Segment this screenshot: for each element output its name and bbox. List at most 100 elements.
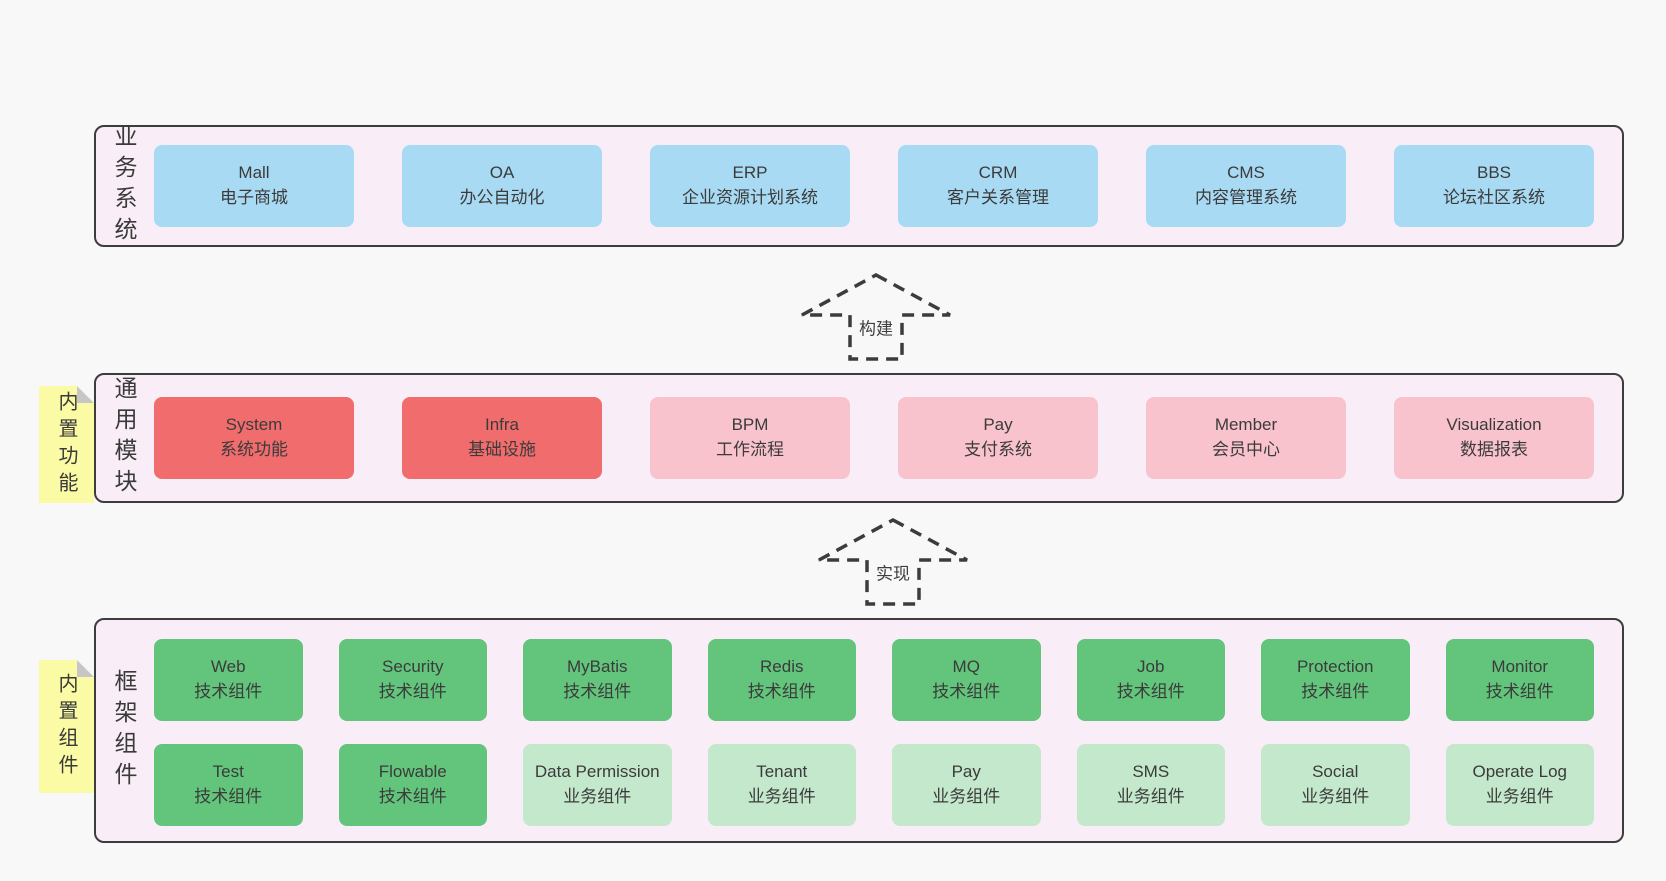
layer-label: 通用模块	[111, 376, 137, 500]
box-protection: Protection 技术组件	[1261, 639, 1410, 721]
box-title: Web	[210, 657, 246, 677]
layer-framework-components: 框架组件 Web 技术组件 Security 技术组件 MyBatis 技术组件…	[94, 618, 1624, 843]
components-boxes-grid: Web 技术组件 Security 技术组件 MyBatis 技术组件 Redi…	[154, 639, 1594, 826]
sticky-note-label: 内置组件	[55, 672, 77, 781]
sticky-note-builtin-components: 内置组件	[39, 660, 94, 793]
box-title: Pay	[983, 415, 1013, 435]
box-bbs: BBS 论坛社区系统	[1394, 145, 1594, 227]
box-title: Test	[212, 762, 244, 782]
box-subtitle: 系统功能	[220, 440, 288, 459]
box-title: Tenant	[756, 762, 808, 782]
box-subtitle: 支付系统	[964, 440, 1032, 459]
box-infra: Infra 基础设施	[402, 397, 602, 479]
box-subtitle: 内容管理系统	[1195, 188, 1297, 207]
build-arrow: 构建	[798, 271, 954, 363]
box-title: MyBatis	[567, 657, 628, 677]
box-cms: CMS 内容管理系统	[1146, 145, 1346, 227]
box-title: Security	[382, 657, 444, 677]
box-title: MQ	[952, 657, 980, 677]
box-subtitle: 技术组件	[747, 682, 816, 701]
box-visualization: Visualization 数据报表	[1394, 397, 1594, 479]
box-subtitle: 工作流程	[716, 440, 784, 459]
box-title: Protection	[1296, 657, 1374, 677]
box-operate-log: Operate Log 业务组件	[1445, 744, 1594, 826]
box-title: Infra	[484, 415, 520, 435]
box-subtitle: 数据报表	[1460, 440, 1528, 459]
box-title: Member	[1214, 415, 1278, 435]
layer-label: 框架组件	[111, 668, 137, 793]
box-security: Security 技术组件	[338, 639, 487, 721]
box-subtitle: 业务组件	[1301, 787, 1370, 806]
box-mall: Mall 电子商城	[154, 145, 354, 227]
box-title: Social	[1312, 762, 1359, 782]
box-flowable: Flowable 技术组件	[338, 744, 487, 826]
box-test: Test 技术组件	[154, 744, 303, 826]
box-subtitle: 企业资源计划系统	[682, 188, 818, 207]
box-subtitle: 论坛社区系统	[1443, 188, 1545, 207]
modules-boxes-row: System 系统功能 Infra 基础设施 BPM 工作流程 Pay 支付系统…	[154, 397, 1594, 479]
box-mq: MQ 技术组件	[892, 639, 1041, 721]
box-subtitle: 业务组件	[1116, 787, 1185, 806]
layer-common-modules: 通用模块 System 系统功能 Infra 基础设施 BPM 工作流程 Pay…	[94, 373, 1624, 503]
box-title: Flowable	[378, 762, 447, 782]
box-title: BBS	[1476, 163, 1512, 183]
box-data-permission: Data Permission 业务组件	[523, 744, 672, 826]
box-subtitle: 基础设施	[468, 440, 536, 459]
box-erp: ERP 企业资源计划系统	[650, 145, 850, 227]
layer-business-systems: 业务系统 Mall 电子商城 OA 办公自动化 ERP 企业资源计划系统 CRM…	[94, 124, 1624, 248]
box-subtitle: 会员中心	[1212, 440, 1280, 459]
box-subtitle: 业务组件	[1485, 787, 1554, 806]
box-title: Visualization	[1446, 415, 1542, 435]
box-subtitle: 技术组件	[1116, 682, 1185, 701]
box-web: Web 技术组件	[154, 639, 303, 721]
box-pay-module: Pay 支付系统	[898, 397, 1098, 479]
sticky-note-label: 内置功能	[55, 390, 77, 499]
box-title: System	[225, 415, 283, 435]
box-subtitle: 技术组件	[932, 682, 1001, 701]
box-title: CMS	[1227, 163, 1265, 183]
box-subtitle: 办公自动化	[459, 188, 545, 207]
box-sms: SMS 业务组件	[1076, 744, 1225, 826]
box-title: OA	[489, 163, 515, 183]
box-title: CRM	[978, 163, 1018, 183]
box-subtitle: 电子商城	[220, 188, 288, 207]
box-title: Pay	[951, 762, 981, 782]
box-subtitle: 业务组件	[932, 787, 1001, 806]
box-monitor: Monitor 技术组件	[1445, 639, 1594, 721]
box-tenant: Tenant 业务组件	[707, 744, 856, 826]
box-title: Mall	[238, 163, 270, 183]
box-system: System 系统功能	[154, 397, 354, 479]
box-subtitle: 客户关系管理	[947, 188, 1049, 207]
business-boxes-row: Mall 电子商城 OA 办公自动化 ERP 企业资源计划系统 CRM 客户关系…	[154, 145, 1594, 227]
box-title: Operate Log	[1472, 762, 1567, 782]
box-mybatis: MyBatis 技术组件	[523, 639, 672, 721]
box-social: Social 业务组件	[1261, 744, 1410, 826]
box-subtitle: 业务组件	[747, 787, 816, 806]
sticky-note-builtin-functions: 内置功能	[39, 386, 94, 503]
box-title: Data Permission	[534, 762, 660, 782]
box-subtitle: 业务组件	[563, 787, 632, 806]
box-subtitle: 技术组件	[563, 682, 632, 701]
box-subtitle: 技术组件	[378, 682, 447, 701]
box-title: BPM	[731, 415, 769, 435]
box-subtitle: 技术组件	[378, 787, 447, 806]
box-member: Member 会员中心	[1146, 397, 1346, 479]
implement-arrow: 实现	[815, 516, 971, 608]
box-title: Monitor	[1491, 657, 1549, 677]
box-subtitle: 技术组件	[194, 682, 263, 701]
box-bpm: BPM 工作流程	[650, 397, 850, 479]
box-redis: Redis 技术组件	[707, 639, 856, 721]
box-oa: OA 办公自动化	[402, 145, 602, 227]
box-subtitle: 技术组件	[194, 787, 263, 806]
box-subtitle: 技术组件	[1485, 682, 1554, 701]
box-subtitle: 技术组件	[1301, 682, 1370, 701]
layer-label: 业务系统	[111, 124, 137, 248]
arrow-label: 实现	[871, 556, 915, 588]
dashed-up-arrow-icon	[818, 518, 968, 606]
box-title: Redis	[760, 657, 804, 677]
box-title: Job	[1137, 657, 1165, 677]
box-job: Job 技术组件	[1076, 639, 1225, 721]
box-pay-component: Pay 业务组件	[892, 744, 1041, 826]
box-title: ERP	[732, 163, 768, 183]
box-title: SMS	[1132, 762, 1170, 782]
